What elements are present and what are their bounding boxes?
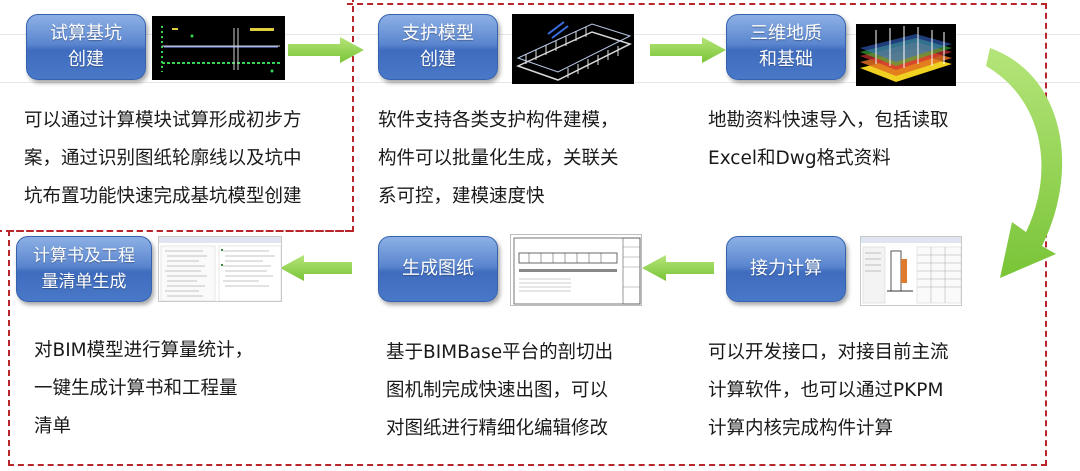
step-button-drawings[interactable]: 生成图纸 — [378, 236, 498, 302]
arrow-left-1 — [642, 255, 714, 281]
arrow-left-2 — [280, 255, 352, 281]
arrow-right-2 — [650, 37, 726, 63]
step-button-report[interactable]: 计算书及工程 量清单生成 — [16, 236, 152, 302]
report-window-thumbnail — [158, 236, 282, 302]
step-desc-drawings: 基于BIMBase平台的剖切出 图机制完成快速出图，可以 对图纸进行精细化编辑修… — [386, 342, 614, 439]
step-desc-support-model: 软件支持各类支护构件建模， 构件可以批量化生成，关联关 系可控，建模速度快 — [378, 110, 619, 207]
step-button-support-model[interactable]: 支护模型 创建 — [378, 14, 498, 80]
step-desc-trial-pit: 可以通过计算模块试算形成初步方 案，通过识别图纸轮廓线以及坑中 坑布置功能快速完… — [24, 110, 302, 207]
step-button-trial-pit[interactable]: 试算基坑 创建 — [26, 14, 146, 80]
step-desc-geology: 地勘资料快速导入，包括读取 Excel和Dwg格式资料 — [708, 110, 949, 169]
step-button-geology[interactable]: 三维地质 和基础 — [726, 14, 846, 80]
step-button-relay-calc[interactable]: 接力计算 — [726, 236, 846, 302]
geology-3d-thumbnail — [856, 24, 956, 86]
support-model-thumbnail — [512, 14, 634, 84]
pit-plan-thumbnail — [152, 16, 285, 80]
arrow-curved-down — [986, 48, 1063, 278]
step-desc-relay-calc: 可以开发接口，对接目前主流 计算软件，也可以通过PKPM 计算内核完成构件计算 — [708, 342, 949, 439]
relay-calc-thumbnail — [860, 236, 962, 306]
arrow-right-1 — [288, 37, 364, 63]
dashed-frame-bottom-left — [8, 230, 351, 466]
step-desc-report: 对BIM模型进行算量统计， 一键生成计算书和工程量 清单 — [34, 340, 254, 437]
drawing-sheet-thumbnail — [510, 234, 642, 306]
